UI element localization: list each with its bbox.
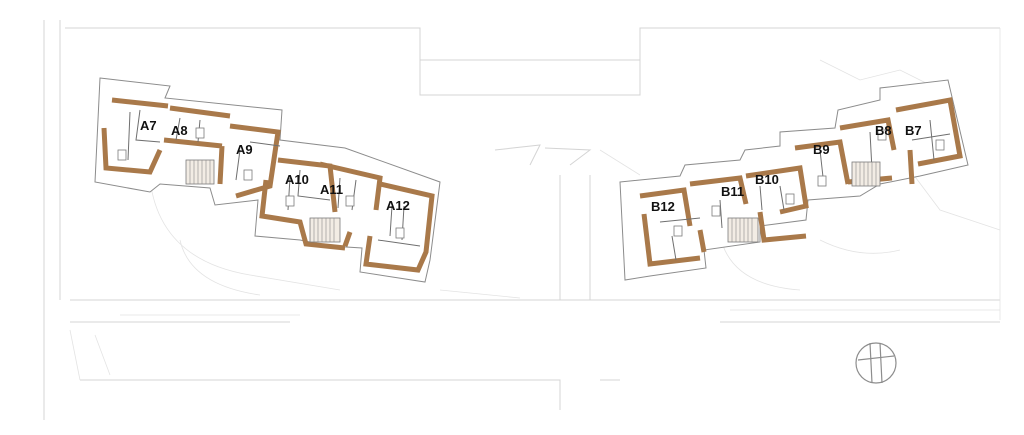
stair-core xyxy=(727,217,759,243)
site-context xyxy=(43,20,1001,420)
unit-label-a7[interactable]: A7 xyxy=(140,118,157,133)
building-b xyxy=(619,79,969,281)
unit-label-b7[interactable]: B7 xyxy=(905,123,922,138)
compass-icon xyxy=(855,342,897,384)
unit-label-b11[interactable]: B11 xyxy=(721,184,744,199)
unit-label-a11[interactable]: A11 xyxy=(320,182,343,197)
unit-label-b12[interactable]: B12 xyxy=(651,199,675,214)
unit-labels-a: A7 A8 A9 A10 A11 A12 xyxy=(140,118,410,213)
stair-core xyxy=(185,159,215,185)
unit-label-a12[interactable]: A12 xyxy=(386,198,410,213)
unit-label-b9[interactable]: B9 xyxy=(813,142,830,157)
stair-core xyxy=(309,217,341,243)
unit-label-b8[interactable]: B8 xyxy=(875,123,892,138)
unit-label-a9[interactable]: A9 xyxy=(236,142,253,157)
unit-labels-b: B7 B8 B9 B10 B11 B12 xyxy=(651,123,922,214)
unit-label-a8[interactable]: A8 xyxy=(171,123,188,138)
building-a xyxy=(94,77,441,283)
unit-label-b10[interactable]: B10 xyxy=(755,172,779,187)
unit-label-a10[interactable]: A10 xyxy=(285,172,309,187)
stair-core xyxy=(851,161,881,187)
